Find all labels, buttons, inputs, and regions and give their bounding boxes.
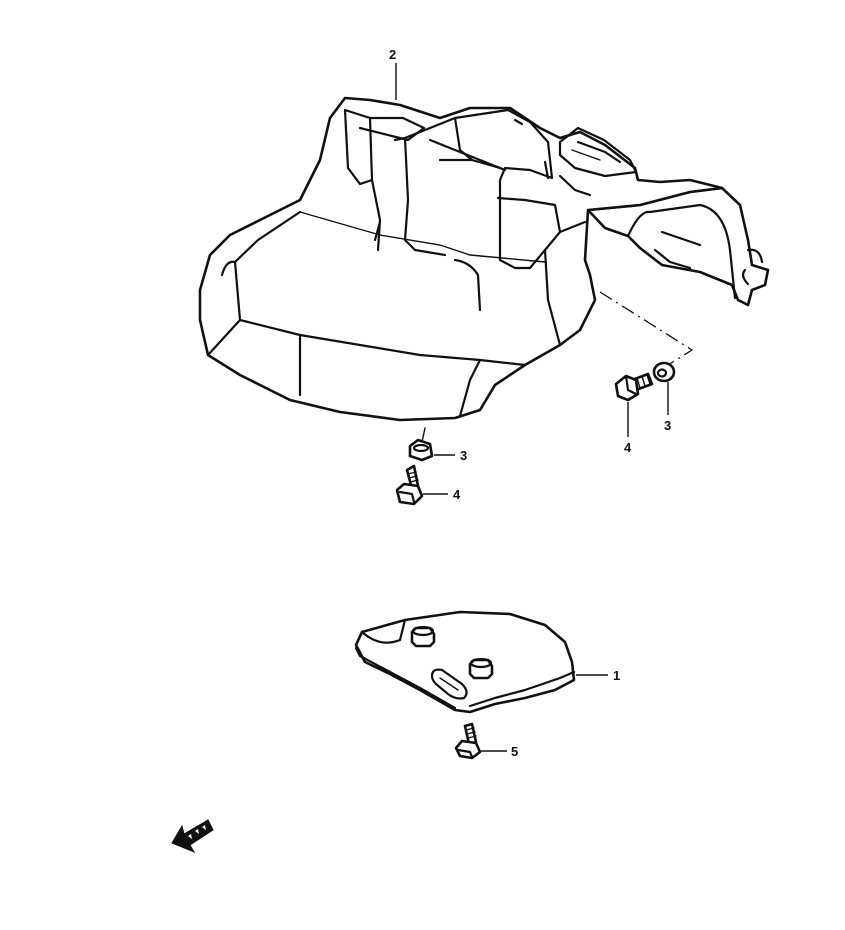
main-cover-part <box>198 96 770 422</box>
left-nut-part <box>408 427 455 462</box>
left-bolt-part <box>395 464 448 506</box>
right-washer-part <box>652 361 676 415</box>
callout-4-right: 4 <box>624 440 632 455</box>
callout-3-right: 3 <box>664 418 671 433</box>
callout-1: 1 <box>613 668 620 683</box>
right-bolt-part <box>614 372 654 437</box>
bottom-bolt-part <box>454 722 507 760</box>
callout-4-left: 4 <box>453 487 461 502</box>
fwd-arrow-icon <box>171 819 214 854</box>
callout-3-left: 3 <box>460 448 467 463</box>
bracket-plate-part <box>354 610 608 714</box>
callout-2: 2 <box>389 47 396 62</box>
callout-5: 5 <box>511 744 518 759</box>
